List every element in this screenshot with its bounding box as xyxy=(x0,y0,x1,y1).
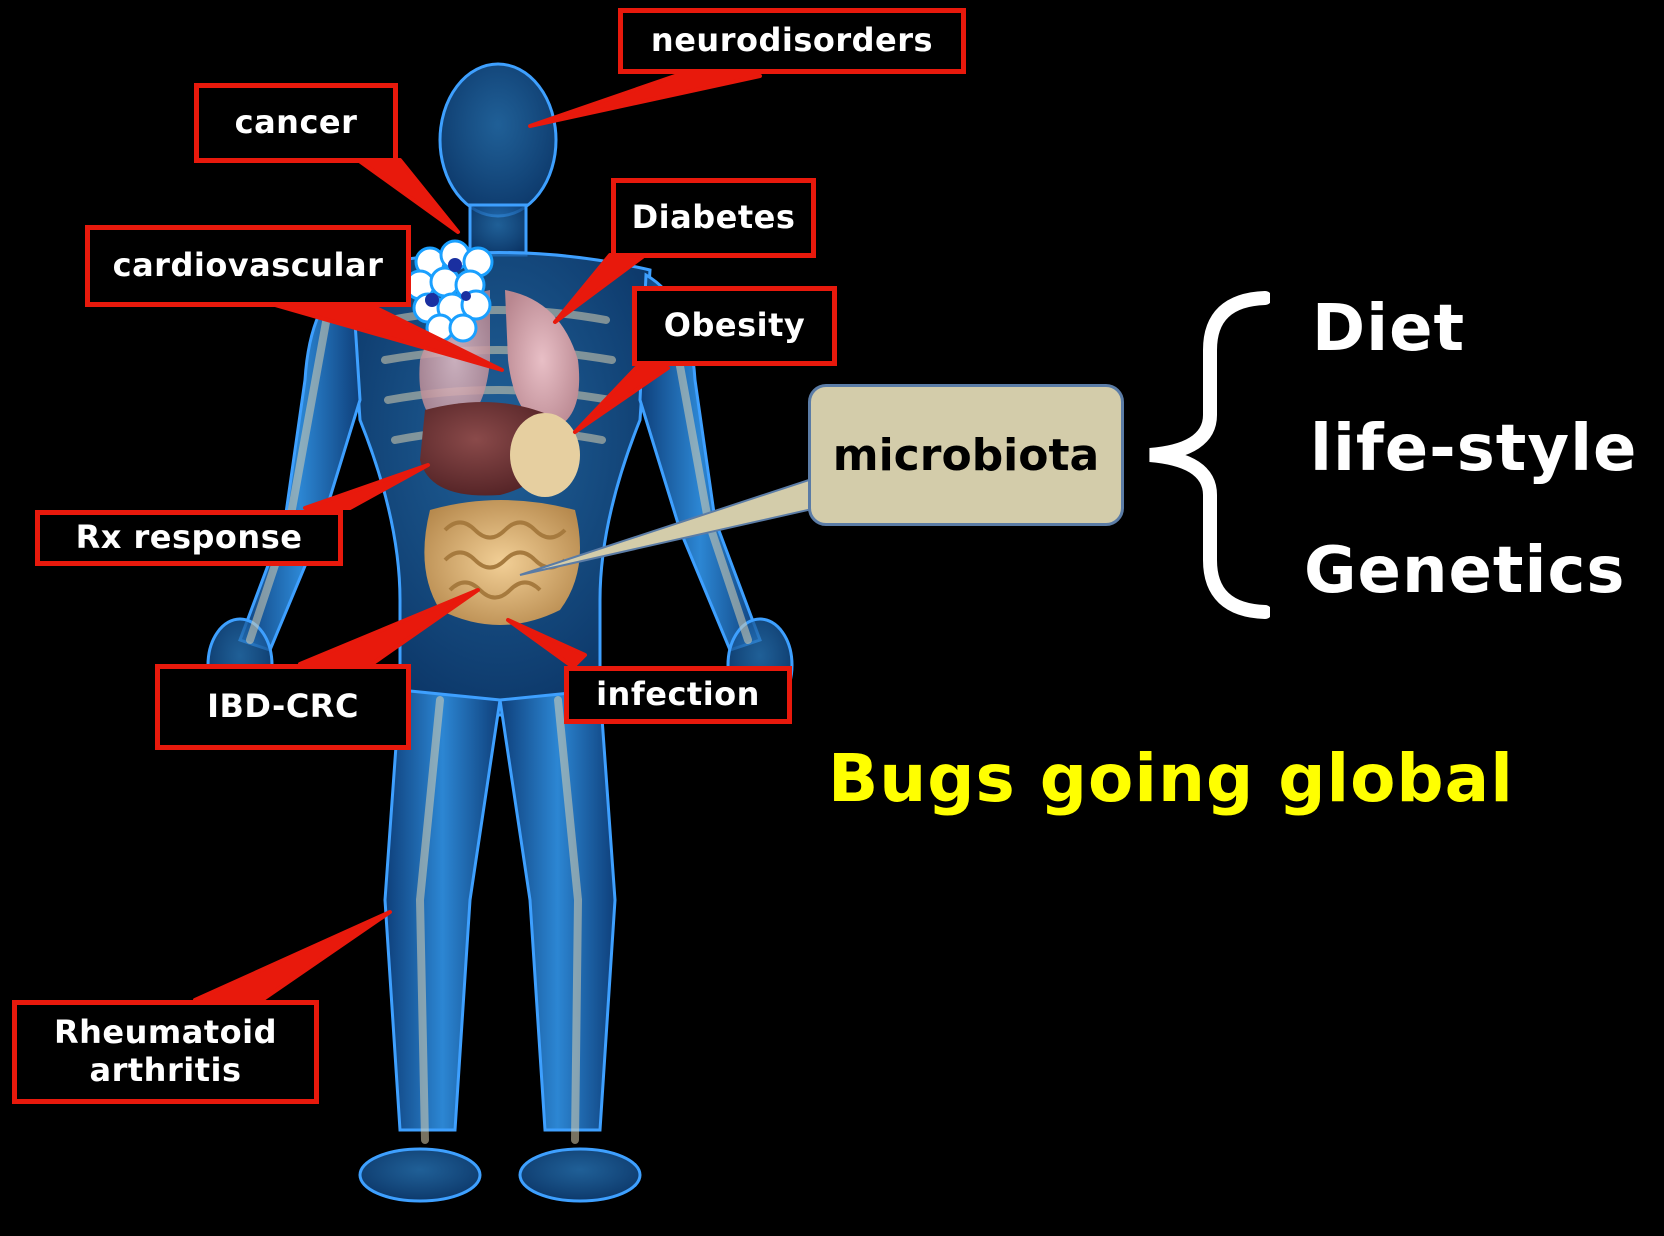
curly-brace xyxy=(1140,290,1270,620)
label-diabetes-text: Diabetes xyxy=(632,199,796,237)
label-neurodisorders: neurodisorders xyxy=(618,8,966,74)
label-ibd-crc-text: IBD-CRC xyxy=(207,688,359,726)
label-rheumatoid-line1: Rheumatoid xyxy=(54,1014,277,1052)
label-infection-text: infection xyxy=(596,676,760,714)
label-infection: infection xyxy=(564,666,792,724)
headline-bugs-going-global: Bugs going global xyxy=(828,740,1514,817)
microbiota-callout: microbiota xyxy=(808,384,1124,526)
label-cancer-text: cancer xyxy=(235,104,358,142)
factor-diet: Diet xyxy=(1312,292,1465,366)
label-cardiovascular-text: cardiovascular xyxy=(113,247,384,285)
label-diabetes: Diabetes xyxy=(611,178,816,258)
label-rx-response-text: Rx response xyxy=(76,519,303,557)
label-rheumatoid-line2: arthritis xyxy=(89,1052,241,1090)
label-cardiovascular: cardiovascular xyxy=(85,225,411,307)
label-obesity: Obesity xyxy=(632,286,837,366)
label-rheumatoid-arthritis: Rheumatoid arthritis xyxy=(12,1000,319,1104)
label-rx-response: Rx response xyxy=(35,510,343,566)
label-obesity-text: Obesity xyxy=(664,307,805,345)
label-cancer: cancer xyxy=(194,83,398,163)
microbiota-callout-text: microbiota xyxy=(833,430,1099,481)
label-neurodisorders-text: neurodisorders xyxy=(651,22,933,60)
factor-life-style: life-style xyxy=(1310,412,1637,486)
factor-genetics: Genetics xyxy=(1304,534,1625,608)
label-ibd-crc: IBD-CRC xyxy=(155,664,411,750)
